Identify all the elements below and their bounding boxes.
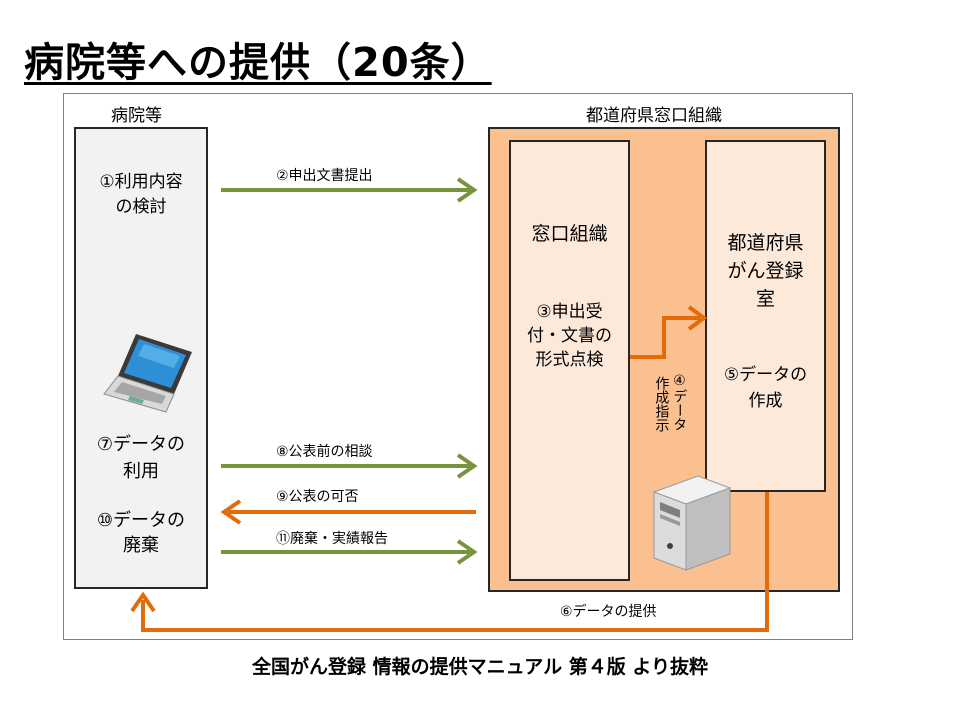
prefecture-header: 都道府県窓口組織: [586, 106, 722, 126]
window-org-title: 窓口組織: [531, 223, 608, 245]
step7-label: ⑦データの利用: [96, 434, 186, 482]
server-icon: [652, 475, 732, 571]
step11-label: ⑪廃棄・実績報告: [276, 531, 388, 547]
step3-label: ③申出受 付・文書の 形式点検: [527, 302, 612, 370]
arrow-step6: [130, 492, 769, 632]
step2-label: ②申出文書提出: [276, 168, 373, 184]
arrow-step2: [221, 177, 478, 203]
page-title: 病院等への提供（20条）: [24, 40, 492, 86]
laptop-icon: [103, 334, 192, 413]
arrow-step4: [630, 305, 708, 359]
arrow-step8: [221, 453, 478, 479]
step9-label: ⑨公表の可否: [276, 489, 359, 505]
registry-box: [705, 140, 826, 492]
arrow-step11: [221, 539, 478, 565]
step5-label: ⑤データの 作成: [723, 365, 808, 411]
step1-label: ①利用内容の検討: [99, 172, 183, 217]
step4-label-a: ④データ: [671, 373, 688, 431]
window-org-box: [509, 140, 630, 581]
arrow-step9: [220, 499, 476, 525]
step4-label-b: 作成指示: [653, 376, 670, 432]
step8-label: ⑧公表前の相談: [276, 444, 373, 460]
hospital-header: 病院等: [111, 106, 162, 126]
step6-label: ⑥データの提供: [560, 604, 657, 620]
registry-title: 都道府県 がん登録 室: [727, 232, 804, 310]
step10-label: ⑩データの廃棄: [96, 510, 186, 556]
source-caption: 全国がん登録 情報の提供マニュアル 第４版 より抜粋: [252, 656, 708, 678]
